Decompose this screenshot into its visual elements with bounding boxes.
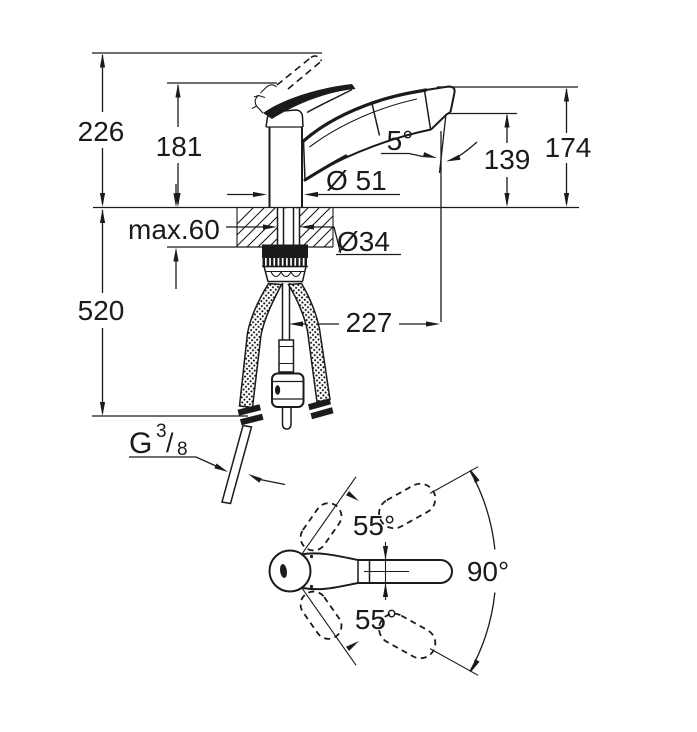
arrow-up-left-icon	[470, 469, 480, 483]
arrow-down-icon	[504, 193, 510, 207]
dome-mark	[279, 564, 288, 578]
thread-leader	[129, 456, 217, 467]
arrow-down-icon	[99, 193, 106, 207]
thread-numerator: 3	[156, 421, 167, 442]
arrow-up-icon	[563, 87, 570, 102]
arrow-down-icon	[173, 193, 179, 208]
connection-tube	[221, 424, 253, 505]
arrow-down-icon	[563, 193, 570, 207]
arrow-right-icon	[422, 152, 437, 158]
dome-dot	[309, 554, 314, 559]
dome-dot	[309, 584, 314, 589]
arrow-up-icon	[382, 583, 389, 597]
arrow-down-icon	[382, 546, 389, 560]
arrow-up-icon	[99, 53, 106, 68]
handle-underside	[306, 88, 353, 114]
tilted-5deg-line	[438, 113, 447, 174]
dim-shank-diameter: Ø34	[337, 226, 390, 257]
dim-body-height: 181	[156, 131, 203, 162]
dim-swing-up: 55°	[353, 510, 395, 541]
hose-weight	[271, 372, 305, 408]
arrow-left-icon	[446, 154, 461, 162]
shank-body	[277, 208, 300, 247]
handle-lever	[263, 84, 356, 119]
arrow-up-icon	[175, 83, 181, 98]
thread-denominator: 8	[177, 439, 188, 460]
swing-rays	[301, 476, 357, 666]
angle-leader-line	[381, 152, 424, 158]
arrow-down-right-icon	[346, 491, 359, 501]
arrow-down-icon	[99, 402, 106, 416]
arrow-right-icon	[263, 224, 277, 230]
dim-swing-down: 55°	[355, 604, 397, 635]
handle-endcap-detail	[251, 84, 277, 114]
dim-tip-height: 174	[545, 132, 592, 163]
arrow-down-left-icon	[470, 659, 480, 673]
mounting-nut	[262, 244, 308, 283]
right-hose-fitting	[308, 398, 334, 420]
arrow-up-icon	[173, 247, 179, 262]
arrow-left-icon	[304, 191, 318, 198]
arrow-left-icon	[248, 474, 262, 483]
dim-hose-length: 520	[78, 295, 125, 326]
thread-letter: G	[129, 427, 152, 460]
dim-overall-height: 226	[78, 116, 125, 147]
dim-base-diameter: Ø 51	[326, 165, 387, 196]
shank-lines	[276, 208, 301, 246]
arrow-right-icon	[253, 191, 267, 198]
faucet-body	[268, 127, 303, 208]
arrow-up-icon	[99, 209, 106, 223]
side-view: 226 181 174 139 5° Ø 51 max.60	[78, 52, 592, 505]
dim-swivel-range: 90°	[467, 556, 509, 587]
arrow-right-icon	[426, 321, 440, 327]
handle-dome	[268, 549, 312, 593]
dim-outlet-height: 139	[484, 144, 531, 175]
thread-slash: /	[166, 428, 174, 458]
right-supply-hose	[287, 282, 331, 403]
handle-raised-position	[276, 55, 323, 90]
dia34-leader	[313, 226, 342, 254]
spout	[301, 85, 456, 182]
arrow-right-icon	[214, 463, 228, 472]
arrow-up-right-icon	[346, 641, 359, 651]
dim-counter-thickness: max.60	[128, 214, 220, 245]
lever-top-view	[300, 552, 453, 591]
arrow-left-icon	[300, 224, 314, 230]
pullout-hose	[271, 283, 305, 430]
top-view: 55° 55° 90°	[268, 466, 509, 676]
arrow-left-icon	[289, 321, 303, 327]
thread-right-tail	[259, 478, 286, 486]
left-hose-fitting	[221, 404, 264, 505]
dim-reach: 227	[346, 307, 393, 338]
arrow-up-icon	[504, 113, 510, 128]
